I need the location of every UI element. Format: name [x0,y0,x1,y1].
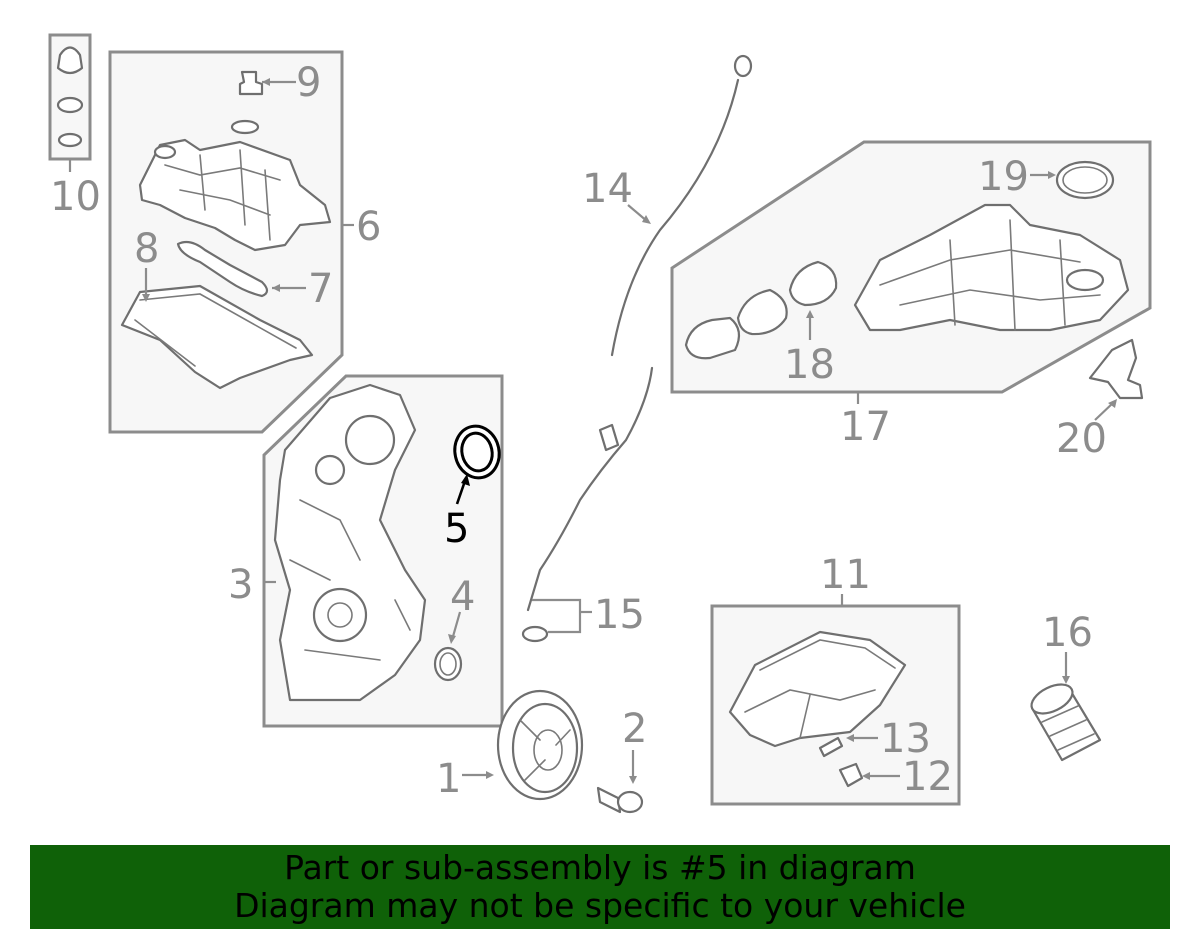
callout-20: 20 [1056,416,1107,462]
callout-4: 4 [450,574,475,620]
callout-18: 18 [784,342,835,388]
dipstick-14: 14 [582,54,753,357]
callout-10: 10 [50,174,101,220]
parts-diagram: 10 9 7 8 6 [48,33,1152,814]
timing-cover-group: 3 5 [228,374,504,728]
info-banner: Part or sub-assembly is #5 in diagram Di… [30,845,1170,929]
callout-17: 17 [840,404,891,450]
callout-15: 15 [594,592,645,638]
callout-3: 3 [228,562,253,608]
intake-manifold-group: 18 19 17 [670,140,1152,450]
oil-pan-group: 11 13 12 [710,552,961,806]
banner-line-2: Diagram may not be specific to your vehi… [234,886,966,925]
bracket-20: 20 [1056,338,1144,462]
callout-1: 1 [436,756,461,802]
callout-12: 12 [902,754,953,800]
dipstick-tube-15: 15 [521,366,654,643]
callout-11: 11 [820,552,871,598]
oil-filter-16: 16 [1030,610,1102,762]
callout-16: 16 [1042,610,1093,656]
crank-pulley-1: 1 [436,689,584,802]
crank-bolt-2: 2 [596,706,647,814]
callout-19: 19 [978,154,1029,200]
front-seal-4: 4 [433,574,475,682]
valve-cover-group: 9 7 8 6 [108,50,381,434]
callout-9: 9 [296,60,321,106]
callout-7: 7 [308,266,333,312]
banner-line-1: Part or sub-assembly is #5 in diagram [284,848,916,887]
oil-filler-cap-group: 10 [48,33,101,220]
callout-8: 8 [134,226,159,272]
callout-6: 6 [356,204,381,250]
callout-2: 2 [622,706,647,752]
callout-14: 14 [582,166,633,212]
callout-5: 5 [444,506,469,552]
callout-13: 13 [880,716,931,762]
